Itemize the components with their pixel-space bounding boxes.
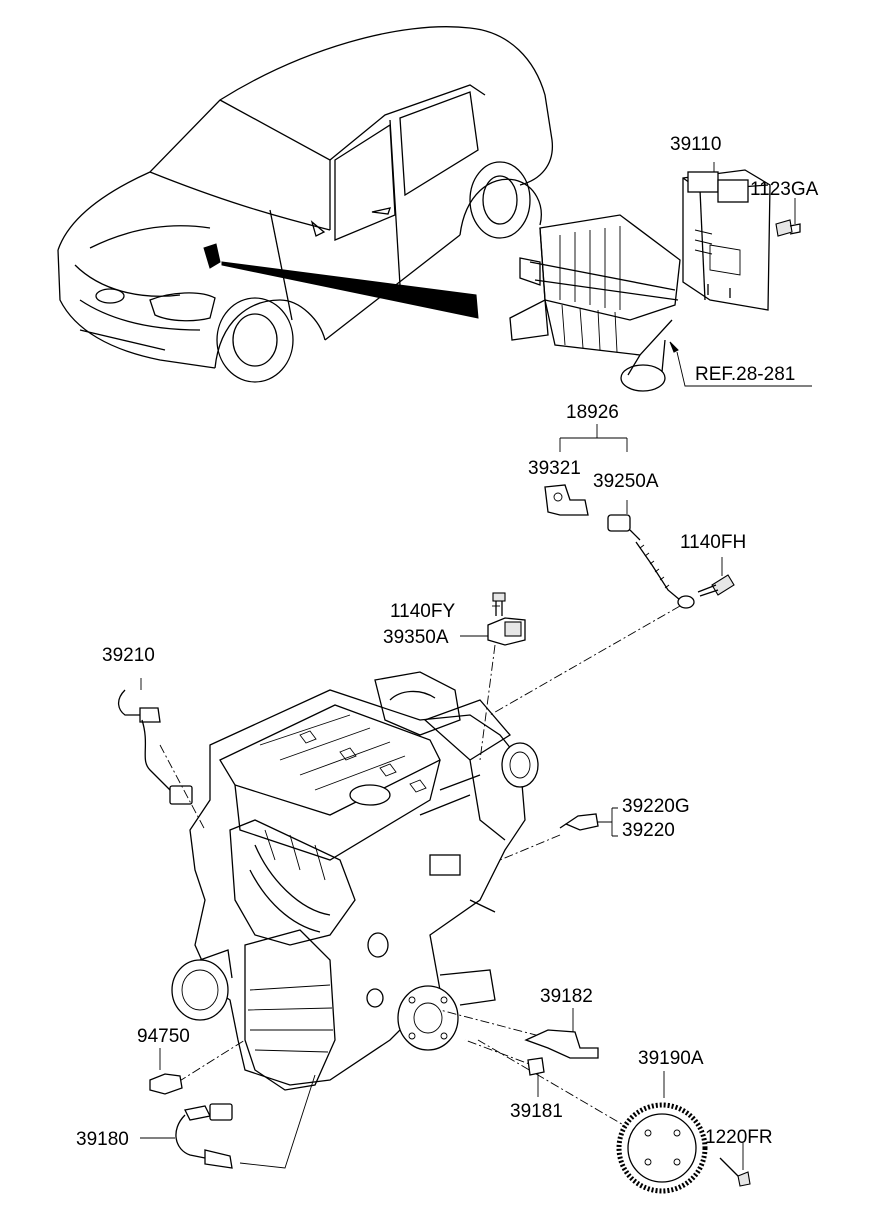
label-39250A: 39250A [593,471,659,492]
label-1123GA: 1123GA [750,179,819,200]
label-39182: 39182 [540,986,593,1007]
label-18926: 18926 [566,402,619,423]
label-1140FY: 1140FY [390,601,455,622]
o2-sensor-39180 [175,1103,233,1169]
knock-sensor-39250A [607,514,695,609]
car-illustration [57,26,554,383]
label-39190A: 39190A [638,1048,704,1069]
label-39321: 39321 [528,458,581,479]
engine-illustration [171,671,539,1091]
label-39220: 39220 [622,820,675,841]
leader-lines-upper [140,162,812,1170]
bracket-39321 [544,484,589,516]
sensor-39181 [527,1057,545,1076]
ecu-module [682,169,801,311]
label-ref-28-281: REF.28-281 [695,364,795,385]
label-39110: 39110 [670,134,721,155]
label-94750: 94750 [137,1026,190,1047]
sensor-94750 [149,1073,183,1095]
air-cleaner-assembly [509,214,681,392]
bolt-1140FH [697,574,735,597]
bolt-1140FY [492,592,506,616]
bolt-1220FR [719,1157,751,1187]
cam-sensor-39350A [487,617,526,646]
label-39180: 39180 [76,1129,129,1150]
label-1220FR: 1220FR [705,1127,773,1148]
label-39350A: 39350A [383,627,449,648]
temp-sensor-39220 [559,813,599,831]
label-1140FH: 1140FH [680,532,746,553]
label-39210: 39210 [102,645,155,666]
o2-sensor-39210 [117,689,193,805]
label-39220G: 39220G [622,796,690,817]
leader-lines-engine [159,605,681,1169]
target-wheel-39190A [616,1102,708,1194]
label-39181: 39181 [510,1101,563,1122]
bracket-39182 [524,1029,599,1059]
part-labels: 39110 1123GA REF.28-281 18926 39321 3925… [76,134,819,1150]
